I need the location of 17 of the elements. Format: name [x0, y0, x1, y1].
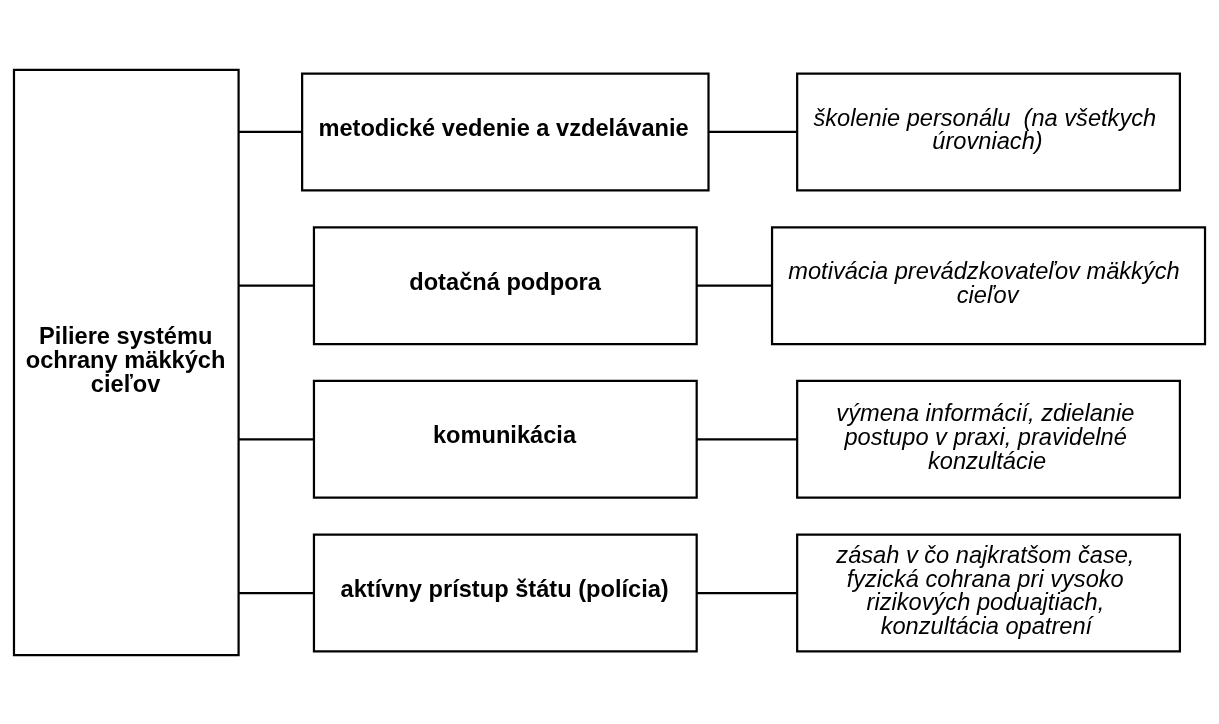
connector — [697, 284, 772, 287]
connector — [239, 130, 302, 133]
connector — [708, 130, 797, 133]
connector — [697, 591, 798, 594]
connector — [239, 591, 314, 594]
connector — [697, 437, 798, 440]
node-box: komunikácia — [312, 379, 698, 499]
node-box: motivácia prevádzkovateľov mäkkých cieľov — [770, 225, 1207, 345]
node-box: zásah v čo najkratšom čase, fyzická cohrana pri vysoko rizikových poduajtiach, konzultácia opatrení — [796, 533, 1181, 652]
node-box: metodické vedenie a vzdelávanie — [301, 72, 710, 191]
node-box: školenie personálu (na všetkych úrovniach) — [796, 72, 1181, 191]
node-box: výmena informácií, zdielanie postupo v praxi, pravidelné konzultácie — [796, 379, 1181, 499]
connector — [239, 284, 314, 287]
connector — [239, 437, 314, 440]
node-box: aktívny prístup štátu (polícia) — [312, 533, 698, 652]
node-box: dotačná podpora — [312, 225, 698, 345]
node-box: Piliere systému ochrany mäkkých cieľov — [12, 68, 240, 656]
